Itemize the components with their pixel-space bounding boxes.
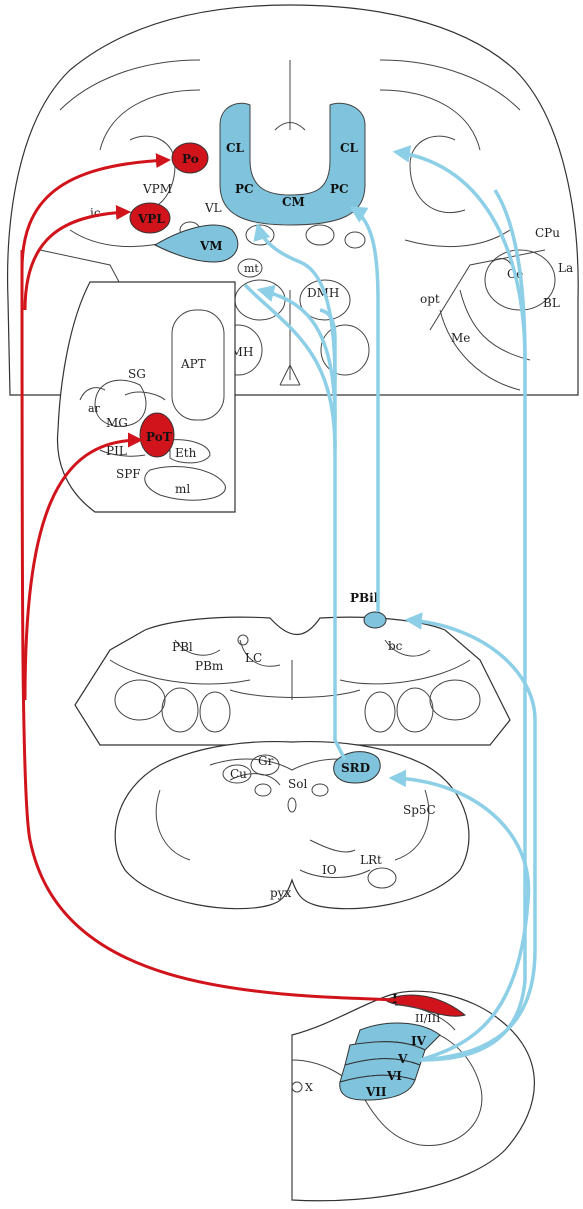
- opt-label: opt: [420, 292, 440, 306]
- bc-label: bc: [388, 639, 403, 653]
- gr-label: Gr: [258, 754, 274, 768]
- lc-label: LC: [245, 651, 262, 665]
- cl-right-label: CL: [340, 141, 359, 155]
- pbil-label: PBil: [350, 591, 379, 605]
- pyx-label: pyx: [270, 886, 291, 900]
- pbl-label: PBl: [172, 640, 193, 654]
- posterior-thalamus-inset: PoT SG APT ar MG PIL Eth SPF ml: [57, 282, 235, 512]
- pons-section: PBil PBl PBm LC bc: [75, 591, 510, 745]
- vm-label: VM: [199, 239, 223, 253]
- io-label: IO: [322, 863, 337, 877]
- ar-label: ar: [88, 402, 101, 415]
- ml-label: ml: [175, 482, 190, 496]
- vl-label: VL: [204, 201, 222, 215]
- pc-left-label: PC: [235, 182, 254, 196]
- sol-label: Sol: [288, 777, 307, 791]
- srd-label: SRD: [341, 761, 370, 775]
- mt-label: mt: [244, 262, 259, 275]
- cl-left-label: CL: [226, 141, 245, 155]
- lrt-label: LRt: [360, 853, 382, 867]
- pbm-label: PBm: [195, 659, 224, 673]
- cpu-label: CPu: [535, 226, 560, 240]
- apt-label: APT: [180, 357, 206, 371]
- la-label: La: [558, 261, 573, 275]
- pbil-region: [364, 612, 386, 628]
- lamina-v-label: V: [397, 1052, 408, 1066]
- medulla-section: SRD Gr Cu Sol Sp5C IO LRt pyx: [115, 742, 469, 909]
- sg-label: SG: [128, 367, 146, 381]
- medulla-outline: [115, 742, 469, 909]
- me-label: Me: [451, 331, 470, 345]
- bl-label: BL: [543, 296, 560, 310]
- cm-label: CM: [282, 195, 305, 209]
- eth-label: Eth: [175, 446, 197, 460]
- spinal-cord-section: I II/III IV V VI VII X: [292, 991, 534, 1201]
- pil-label: PIL: [106, 444, 127, 458]
- cu-label: Cu: [230, 767, 247, 781]
- vpm-label: VPM: [142, 182, 172, 196]
- lamina-iv-label: IV: [411, 1034, 427, 1048]
- pc-right-label: PC: [330, 182, 349, 196]
- sp5c-label: Sp5C: [403, 803, 436, 817]
- pot-label: PoT: [146, 430, 172, 444]
- mg-label: MG: [106, 416, 128, 430]
- lamina-vi-label: VI: [386, 1069, 402, 1083]
- vpl-label: VPL: [137, 212, 165, 226]
- lamina-ii-iii-label: II/III: [415, 1012, 440, 1025]
- spinal-cord-outline: [292, 991, 534, 1201]
- inset-frame: [57, 282, 235, 512]
- po-label: Po: [182, 152, 199, 166]
- lamina-vii-label: VII: [365, 1085, 387, 1099]
- lamina-x-label: X: [305, 1081, 313, 1094]
- spf-label: SPF: [116, 467, 141, 481]
